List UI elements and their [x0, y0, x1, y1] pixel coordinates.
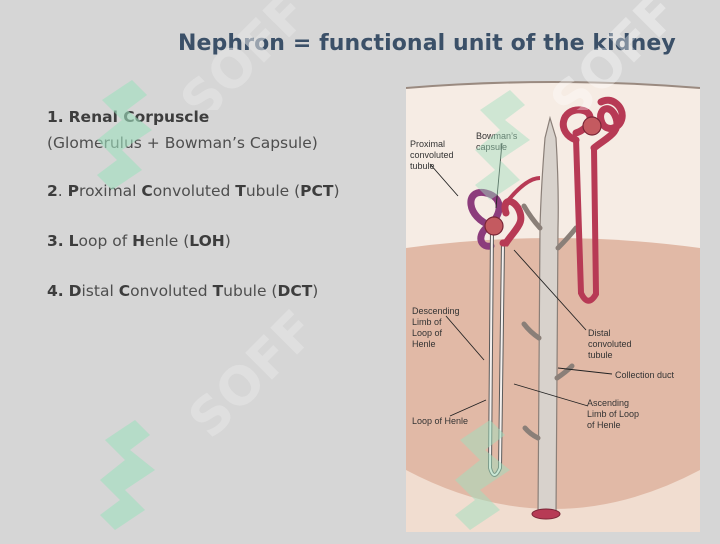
point-number: 2 [47, 182, 58, 200]
plain-text: ) [333, 182, 340, 200]
watermark-word: SOFF [178, 300, 315, 440]
point-number: 4. [47, 282, 64, 300]
point-number: 1. [47, 108, 64, 126]
capsule-outline [406, 81, 700, 89]
label-line: convoluted [588, 339, 632, 349]
plain-text: . [57, 182, 63, 200]
emphasis-text: DCT [277, 282, 313, 300]
point-pct: 2. Proximal Convoluted Tubule (PCT) [47, 182, 340, 200]
label-line: tubule [588, 350, 613, 360]
label-line: capsule [476, 142, 507, 152]
watermark-text: SOFF [150, 0, 320, 133]
emphasis-text: T [212, 282, 224, 300]
label-line: Bowman’s [476, 131, 518, 141]
plain-text: ubule ( [223, 282, 278, 300]
emphasis-text: PCT [300, 182, 334, 200]
label-line: Limb of Loop [587, 409, 639, 419]
emphasis-text: P [67, 182, 80, 200]
watermark-logo-2 [95, 420, 175, 544]
label-line: Collection duct [615, 370, 675, 380]
label-line: Descending [412, 306, 460, 316]
point-text: Loop of Henle (LOH) [64, 232, 231, 250]
slide-title: Nephron = functional unit of the kidney [178, 31, 676, 56]
label-line: tubule [410, 161, 435, 171]
label-loop: Loop of Henle [412, 416, 468, 426]
label-line: Loop of Henle [412, 416, 468, 426]
emphasis-text: LOH [189, 232, 225, 250]
label-collection: Collection duct [615, 370, 675, 380]
plain-text: ubule ( [245, 182, 301, 200]
label-line: Henle [412, 339, 436, 349]
point-text: . Proximal Convoluted Tubule (PCT) [58, 182, 340, 200]
label-line: Proximal [410, 139, 445, 149]
watermark-text-2: SOFF [155, 299, 328, 449]
point-renal-corpuscle-detail: (Glomerulus + Bowman’s Capsule) [47, 134, 318, 152]
label-line: Loop of [412, 328, 443, 338]
label-line: of Henle [587, 420, 621, 430]
label-line: Ascending [587, 398, 629, 408]
point-loh: 3. Loop of Henle (LOH) [47, 232, 231, 250]
glomerulus [582, 116, 602, 136]
plain-text: onvoluted [152, 182, 236, 200]
plain-text: oop of [78, 232, 133, 250]
emphasis-text: L [68, 232, 79, 250]
point-text: Renal Corpuscle [69, 108, 210, 126]
label-line: Limb of [412, 317, 442, 327]
point-number: 3. [47, 232, 64, 250]
plain-text: istal [81, 282, 119, 300]
collection-duct [521, 115, 579, 520]
emphasis-text: H [132, 232, 146, 250]
emphasis-text: Renal Corpuscle [68, 108, 210, 126]
emphasis-text: C [141, 182, 153, 200]
emphasis-text: C [118, 282, 131, 300]
point-renal-corpuscle: 1. Renal Corpuscle [47, 108, 209, 126]
nephron-cortical [559, 96, 626, 304]
bowmans-capsule-glomerulus [484, 216, 504, 236]
plain-text: onvoluted [130, 282, 213, 300]
point-dct: 4. Distal Convoluted Tubule (DCT) [47, 282, 318, 300]
label-line: Distal [588, 328, 611, 338]
plain-text: ) [312, 282, 319, 300]
plain-text: ) [224, 232, 231, 250]
emphasis-text: D [68, 282, 82, 300]
plain-text: roximal [79, 182, 142, 200]
point-text: Distal Convoluted Tubule (DCT) [64, 282, 319, 300]
label-line: convoluted [410, 150, 454, 160]
emphasis-text: T [235, 182, 246, 200]
plain-text: enle ( [145, 232, 190, 250]
